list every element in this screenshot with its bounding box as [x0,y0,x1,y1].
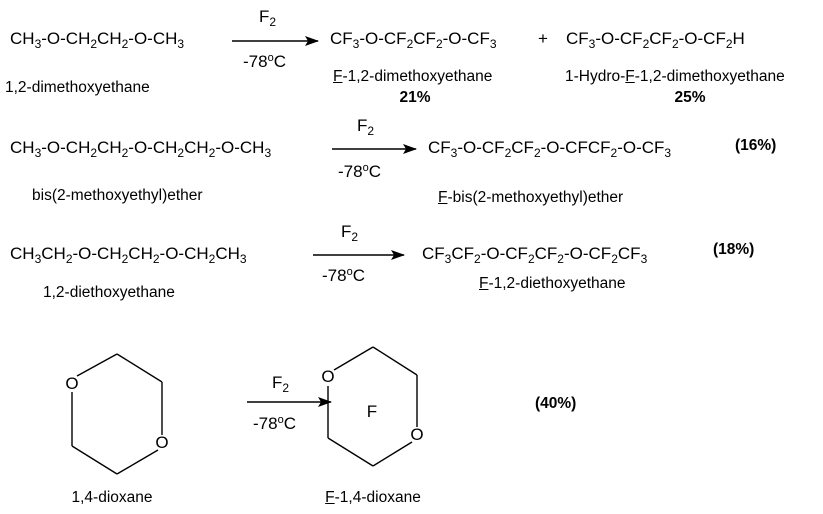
reagent-label: F2 [341,222,359,244]
condition-label: -78oC [322,266,365,285]
ring-oxygen: O [65,374,79,393]
perfluoro-ring-label: F [366,402,378,421]
reactant-name: bis(2-methoxyethyl)ether [32,187,203,204]
product-formula: CF3-O-CF2CF2-O-CF2H [566,29,745,51]
ring-oxygen: O [155,433,169,452]
product-name: F-1,2-diethoxyethane [479,275,626,292]
reactant-name: 1,4-dioxane [71,489,153,506]
product-name: F-bis(2-methoxyethyl)ether [438,189,624,206]
plus-sign: + [538,29,548,48]
product-name: F-1,2-dimethoxyethane [333,68,493,85]
product-name: F-1,4-dioxane [325,489,421,506]
reactant-name: 1,2-dimethoxyethane [5,79,150,96]
product-formula: CF3CF2-O-CF2CF2-O-CF2CF3 [422,244,648,266]
product-formula: CF3-O-CF2CF2-O-CFCF2-O-CF3 [428,138,672,160]
condition-label: -78oC [338,162,381,181]
condition-label: -78oC [253,414,296,433]
product-yield: 21% [399,89,431,106]
product-yield: (40%) [535,395,577,412]
ring-oxygen: O [410,425,424,444]
product-yield: (18%) [713,241,755,258]
condition-label: -78oC [243,52,286,71]
reactant-name: 1,2-diethoxyethane [43,284,175,301]
reagent-label: F2 [272,373,290,395]
reactant-formula: CH3CH2-O-CH2CH2-O-CH2CH3 [10,244,247,266]
product-yield: 25% [674,89,706,106]
reagent-label: F2 [259,7,277,29]
ring-oxygen: O [321,367,335,386]
product-formula: CF3-O-CF2CF2-O-CF3 [330,29,497,51]
product-name: 1-Hydro-F-1,2-dimethoxyethane [565,68,785,85]
reagent-label: F2 [357,116,375,138]
product-yield: (16%) [735,137,777,154]
dioxane-ring [71,353,163,475]
reactant-formula: CH3-O-CH2CH2-O-CH2CH2-O-CH3 [10,138,272,160]
perfluoro-dioxane-ring [327,346,418,467]
reactant-formula: CH3-O-CH2CH2-O-CH3 [10,29,185,51]
